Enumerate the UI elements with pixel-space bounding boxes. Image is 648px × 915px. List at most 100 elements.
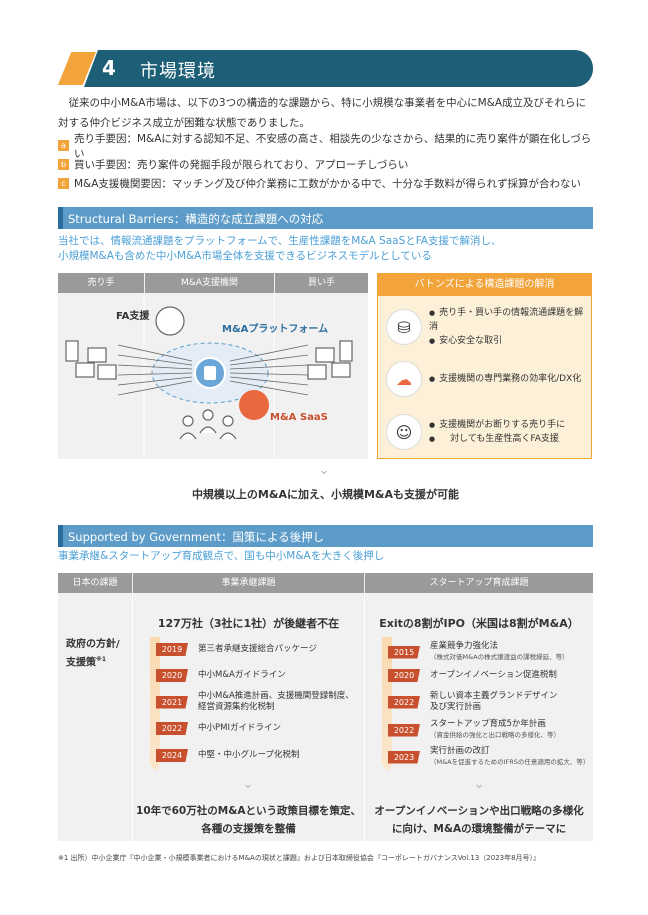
policy-footnote-mark: ※1 xyxy=(96,656,107,663)
timeline-event: 2020 中小M&Aガイドライン xyxy=(156,669,286,682)
solution-item: 支援機関の専門業務の効率化/DX化 xyxy=(429,372,581,386)
business-model-diagram: 売り手 M&A支援機関 買い手 FA支援 M&Aプラットフォーム M&A xyxy=(58,273,368,459)
arrow-lines-right xyxy=(229,344,309,396)
event-text: 第三者承継支援総合パッケージ xyxy=(198,644,317,654)
chevron-down-icon: ⌄ xyxy=(242,776,254,792)
header-bar xyxy=(84,50,593,87)
year-badge: 2015 xyxy=(388,645,420,659)
structural-conclusion: 中規模以上のM&Aに加え、小規模M&Aも支援が可能 xyxy=(191,488,460,501)
conclusion-line1: 10年で60万社のM&Aという政策目標を策定、 xyxy=(136,805,361,817)
startup-timeline xyxy=(381,637,393,771)
reason-item-b: b 買い手要因：売り案件の発掘手段が限られており、アプローチしづらい xyxy=(58,155,598,174)
policy-label: 政府の方針/ 支援策※1 xyxy=(66,637,120,670)
arrow-lines-left xyxy=(117,344,193,396)
solution-item-cont: 対しても生産性高くFA支援 xyxy=(429,432,565,446)
year-badge: 2024 xyxy=(156,749,188,762)
year-badge: 2019 xyxy=(156,643,188,656)
year-badge: 2021 xyxy=(156,695,188,709)
event-note: （M&Aを促進するためのIFRSの任意適用の拡大、等） xyxy=(430,758,590,766)
year-badge: 2020 xyxy=(388,669,420,682)
event-text: 中小M&Aガイドライン xyxy=(198,670,286,680)
solution-panel: バトンズによる構造課題の解消 ⛁ 売り手・買い手の情報流通課題を解消 安心安全な… xyxy=(377,273,592,459)
conclusion-line2: 各種の支援策を整備 xyxy=(201,823,296,835)
reason-list: a 売り手要因：M&Aに対する認知不足、不安感の高さ、相談先の少なさから、結果的に… xyxy=(58,133,598,193)
event-note: （資金供給の強化と出口戦略の多様化、等） xyxy=(430,731,560,739)
platform-label: M&Aプラットフォーム xyxy=(222,324,329,335)
event-text: 中小PMIガイドライン xyxy=(198,723,281,733)
conclusion-line1: オープンイノベーションや出口戦略の多様化 xyxy=(374,805,584,817)
government-table: 日本の課題 事業承継課題 スタートアップ育成課題 政府の方針/ 支援策※1 12… xyxy=(58,573,593,841)
solution-row-3: ☺ 支援機関がお断りする売り手に 対しても生産性高くFA支援 xyxy=(386,414,586,450)
government-heading: Supported by Government：国策による後押し xyxy=(58,525,593,547)
reason-tag: b xyxy=(58,159,69,170)
startup-conclusion: オープンイノベーションや出口戦略の多様化 に向け、M&Aの環境整備がテーマに xyxy=(365,802,593,838)
network-icon: ⛁ xyxy=(386,309,422,345)
col-seller: 売り手 xyxy=(58,273,144,293)
intro-paragraph: 従来の中小M&A市場は、以下の3つの構造的な課題から、特に小規模な事業者を中心に… xyxy=(58,97,587,129)
timeline-event: 2020 オープンイノベーション促進税制 xyxy=(388,669,557,682)
event-text: 実行計画の改訂 xyxy=(430,746,490,756)
seller-buildings-icon xyxy=(65,340,117,380)
timeline-event: 2022 スタートアップ育成5か年計画 （資金供給の強化と出口戦略の多様化、等） xyxy=(388,719,560,741)
solution-row-2: ☁ 支援機関の専門業務の効率化/DX化 xyxy=(386,361,586,397)
policy-label-line2: 支援策 xyxy=(66,657,96,669)
chevron-down-icon: ⌄ xyxy=(473,776,485,792)
structural-sub-line-2: 小規模M&Aも含めた中小M&A市場全体を支援できるビジネスモデルとしている xyxy=(58,250,432,262)
event-note: （株式対価M&Aの株式譲渡益の課税繰延、等） xyxy=(430,653,569,661)
structural-sub-line-1: 当社では、情報流通課題をプラットフォームで、生産性課題をM&A SaaSとFA支… xyxy=(58,235,502,247)
solution-item: 売り手・買い手の情報流通課題を解消 xyxy=(429,306,586,334)
col-buyer: 買い手 xyxy=(275,273,368,293)
heading-marker xyxy=(58,207,63,229)
fa-support-label: FA支援 xyxy=(116,311,150,322)
event-text: 新しい資本主義グランドデザイン xyxy=(430,691,558,701)
col-japan-issue: 日本の課題 xyxy=(58,573,132,593)
diagram-graphic xyxy=(65,293,353,459)
col-divider xyxy=(132,593,133,841)
section-title: 市場環境 xyxy=(140,61,216,82)
event-text: 中堅・中小グループ化税制 xyxy=(198,750,300,760)
reason-tag: a xyxy=(58,140,69,151)
heading-marker xyxy=(58,525,63,547)
timeline-event: 2022 新しい資本主義グランドデザイン及び実行計画 xyxy=(388,691,558,713)
year-badge: 2022 xyxy=(388,723,420,737)
event-text-line2: 経営資源集約化税制 xyxy=(198,702,275,712)
col-support-agency: M&A支援機関 xyxy=(145,273,274,293)
people-icon: ☺ xyxy=(386,414,422,450)
startup-headline: Exitの8割がIPO（米国は8割がM&A） xyxy=(379,617,579,630)
structural-barriers-heading: Structural Barriers：構造的な成立課題への対応 xyxy=(58,207,593,229)
footnote: ※1 出所）中小企業庁『中小企業・小規模事業者におけるM&Aの現状と課題』および… xyxy=(58,854,541,862)
saas-label: M&A SaaS xyxy=(270,412,328,423)
reason-text: 買い手要因：売り案件の発掘手段が限られており、アプローチしづらい xyxy=(74,159,409,171)
year-badge: 2020 xyxy=(156,669,188,682)
timeline-event: 2024 中堅・中小グループ化税制 xyxy=(156,749,300,762)
solution-item-continuation: 対しても生産性高くFA支援 xyxy=(450,434,559,444)
reason-tag: c xyxy=(58,178,69,189)
reason-text: 売り手要因：M&Aに対する認知不足、不安感の高さ、相談先の少なさから、結果的に売… xyxy=(74,132,592,160)
cloud-icon: ☁ xyxy=(386,361,422,397)
event-text-line2: 及び実行計画 xyxy=(430,702,482,712)
col-startup: スタートアップ育成課題 xyxy=(365,573,593,593)
succession-timeline xyxy=(149,637,161,771)
timeline-event: 2021 中小M&A推進計画、支援機関登録制度、経営資源集約化税制 xyxy=(156,691,354,713)
government-sub: 事業承継&スタートアップ育成観点で、国も中小M&Aを大きく後押し xyxy=(58,550,385,562)
event-text: スタートアップ育成5か年計画 xyxy=(430,719,546,729)
col-succession: 事業承継課題 xyxy=(133,573,364,593)
section-number: 4 xyxy=(102,56,116,80)
saas-cloud-icon xyxy=(239,390,269,420)
year-badge: 2022 xyxy=(388,695,420,709)
section-header: 4 市場環境 xyxy=(58,50,593,87)
event-text: 中小M&A推進計画、支援機関登録制度、 xyxy=(198,691,354,701)
succession-headline: 127万社（3社に1社）が後継者不在 xyxy=(157,617,340,630)
support-people-icon xyxy=(179,409,237,440)
event-text: オープンイノベーション促進税制 xyxy=(430,670,557,680)
buyer-buildings-icon xyxy=(307,340,353,380)
solution-item: 支援機関がお断りする売り手に xyxy=(429,418,565,432)
solution-title: バトンズによる構造課題の解消 xyxy=(378,274,591,296)
solution-item: 安心安全な取引 xyxy=(429,334,586,348)
solution-row-1: ⛁ 売り手・買い手の情報流通課題を解消 安心安全な取引 xyxy=(386,306,586,348)
fa-support-icon xyxy=(155,306,185,336)
